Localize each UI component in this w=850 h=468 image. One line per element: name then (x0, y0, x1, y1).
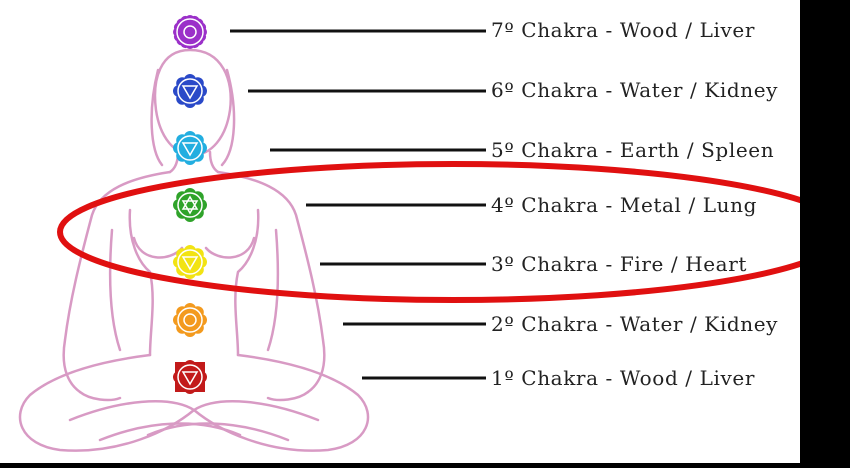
chakra-label-3: 3º Chakra - Fire / Heart (491, 252, 747, 276)
chakra-label-1: 1º Chakra - Wood / Liver (491, 366, 755, 390)
chakra-label-2: 2º Chakra - Water / Kidney (491, 312, 779, 336)
chakra-label-6: 6º Chakra - Water / Kidney (491, 78, 779, 102)
throat-chakra-icon (173, 131, 207, 165)
meditating-figure (18, 48, 370, 452)
third-eye-chakra-icon (173, 74, 207, 108)
chakra-label-7: 7º Chakra - Wood / Liver (491, 18, 755, 42)
heart-chakra-icon (173, 188, 207, 222)
sacral-chakra-icon (173, 303, 207, 337)
solar-plexus-chakra-icon (173, 245, 207, 279)
chakra-label-5: 5º Chakra - Earth / Spleen (491, 138, 775, 162)
chakra-label-4: 4º Chakra - Metal / Lung (491, 193, 758, 217)
right-border (800, 0, 850, 463)
chakra-symbols (173, 15, 207, 394)
crown-chakra-icon (173, 15, 207, 49)
root-chakra-icon (173, 360, 207, 394)
background-panel (0, 0, 800, 463)
connector-lines (230, 29, 486, 380)
